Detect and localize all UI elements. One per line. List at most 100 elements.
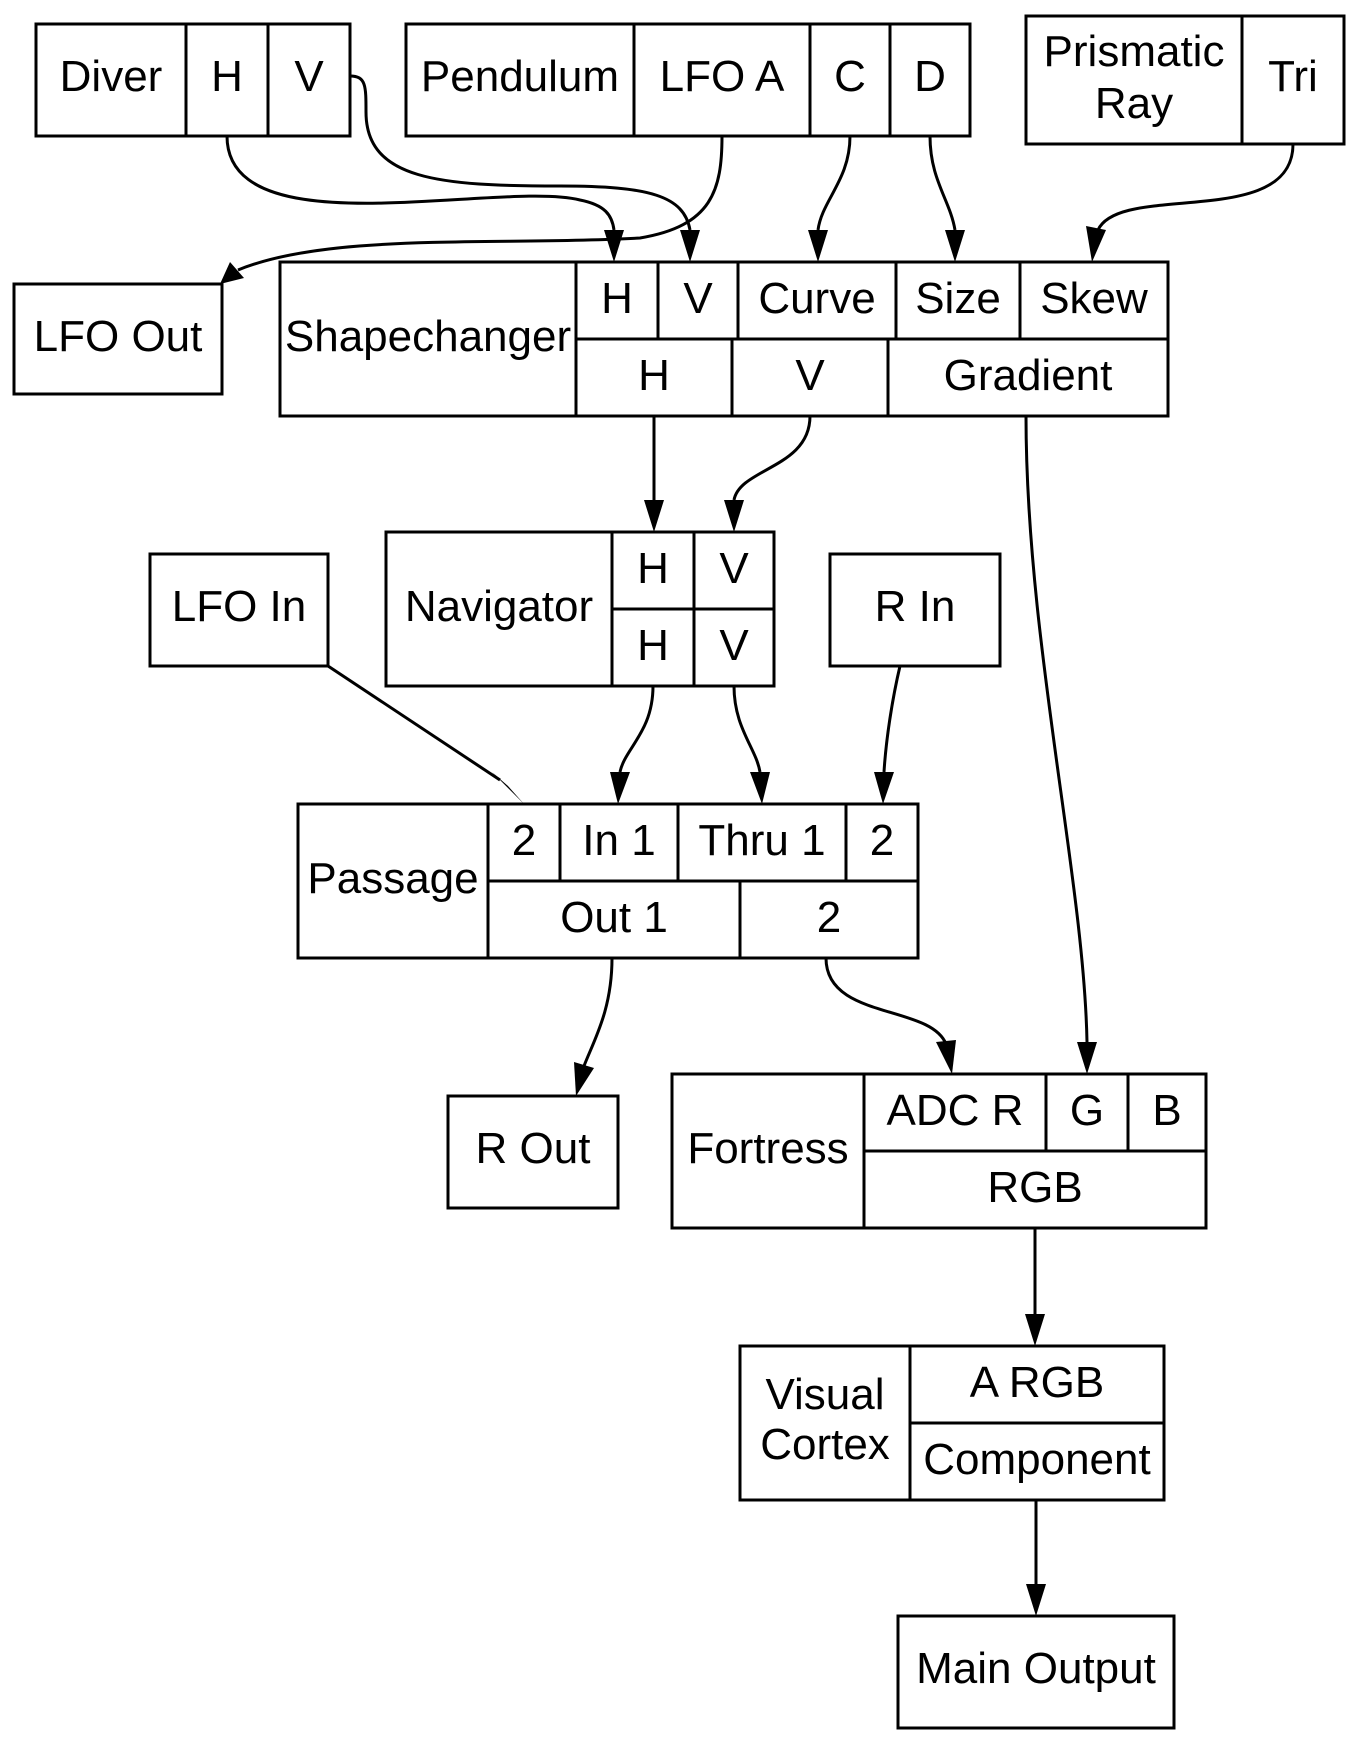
- diver-label: Diver: [60, 52, 163, 101]
- arrowhead: [680, 230, 700, 262]
- visual-cortex-name-cell: [738, 1344, 912, 1502]
- arrowhead: [492, 772, 524, 804]
- shapechanger-out-gradient-port[interactable]: [886, 337, 1170, 418]
- edge-shapechanger-gradient-to-fortress-g: [1024, 415, 1089, 1043]
- arrowhead: [874, 772, 894, 804]
- pendulum-c-label: C: [834, 52, 866, 101]
- diver-name-cell: [34, 22, 188, 138]
- edge-passage-2-to-fortress-adc-r: [824, 957, 948, 1045]
- arrowhead: [604, 230, 624, 262]
- shapechanger-in-curve-label: Curve: [758, 274, 875, 323]
- lfo-in-label: LFO In: [172, 582, 307, 631]
- shapechanger-out-gradient-label: Gradient: [944, 351, 1113, 400]
- node-prismatic-ray[interactable]: Prismatic Ray Tri: [1024, 14, 1346, 146]
- node-diver[interactable]: Diver H V: [34, 22, 352, 138]
- passage-thru-1-label: Thru 1: [698, 816, 825, 865]
- shapechanger-in-h-port[interactable]: [574, 260, 660, 341]
- node-navigator[interactable]: Navigator H V H V: [384, 530, 776, 688]
- edge-navigator-h-to-passage-in1: [618, 685, 655, 773]
- main-output-label: Main Output: [916, 1644, 1156, 1693]
- passage-in-1-label: In 1: [582, 816, 655, 865]
- diver-h-port[interactable]: [184, 22, 270, 138]
- prismatic-ray-name-cell: [1024, 14, 1244, 146]
- passage-in-1-port[interactable]: [558, 802, 680, 883]
- fortress-adc-r-port[interactable]: [862, 1072, 1048, 1153]
- arrowhead: [574, 1062, 594, 1096]
- visual-cortex-component-port[interactable]: [908, 1421, 1166, 1502]
- navigator-in-h-label: H: [637, 544, 669, 593]
- passage-label: Passage: [307, 854, 478, 903]
- visual-cortex-label-line1: Visual: [765, 1370, 884, 1419]
- arrowhead: [1025, 1314, 1045, 1346]
- arrowhead: [1077, 1042, 1097, 1074]
- edge-r-in-to-passage-2: [882, 665, 902, 773]
- r-in-label: R In: [875, 582, 956, 631]
- edge-diver-v-to-shapechanger-v: [349, 74, 692, 231]
- shapechanger-in-size-label: Size: [915, 274, 1001, 323]
- node-pendulum[interactable]: Pendulum LFO A C D: [404, 22, 972, 138]
- node-main-output[interactable]: Main Output: [896, 1614, 1176, 1730]
- passage-out-1-label: Out 1: [560, 893, 668, 942]
- edge-lfo-in-to-passage-2: [327, 664, 501, 782]
- fortress-rgb-port[interactable]: [862, 1149, 1208, 1230]
- diver-h-label: H: [211, 52, 243, 101]
- passage-out-2-port[interactable]: [738, 879, 920, 960]
- node-r-in[interactable]: R In: [828, 552, 1002, 668]
- edge-pendulum-c-to-shapechanger-curve: [816, 135, 852, 231]
- shapechanger-in-skew-label: Skew: [1040, 274, 1148, 323]
- arrowhead: [750, 772, 770, 804]
- fortress-adc-r-label: ADC R: [887, 1086, 1024, 1135]
- edge-pendulum-lfoa-to-lfo-out: [237, 135, 724, 272]
- r-in-box: [828, 552, 1002, 668]
- fortress-name-cell: [670, 1072, 866, 1230]
- arrowhead: [724, 500, 744, 532]
- shapechanger-out-v-port[interactable]: [730, 337, 890, 418]
- pendulum-c-port[interactable]: [808, 22, 892, 138]
- fortress-rgb-label: RGB: [987, 1163, 1082, 1212]
- shapechanger-in-h-label: H: [601, 274, 633, 323]
- edge-diver-h-to-shapechanger-h: [225, 135, 616, 231]
- passage-out-2-label: 2: [817, 893, 841, 942]
- lfo-in-box: [148, 552, 330, 668]
- edge-navigator-v-to-passage-thru1: [732, 685, 762, 773]
- shapechanger-in-v-label: V: [683, 274, 713, 323]
- arrowhead: [644, 500, 664, 532]
- passage-in-2b-port[interactable]: [844, 802, 920, 883]
- arrowhead: [1026, 1584, 1046, 1616]
- navigator-in-v-label: V: [719, 544, 749, 593]
- node-lfo-in[interactable]: LFO In: [148, 552, 330, 668]
- arrowhead: [1086, 226, 1106, 262]
- r-out-label: R Out: [476, 1124, 591, 1173]
- node-fortress[interactable]: Fortress ADC R G B RGB: [670, 1072, 1208, 1230]
- arrowhead: [220, 262, 244, 284]
- navigator-in-h-port[interactable]: [610, 530, 696, 611]
- prismatic-ray-tri-label: Tri: [1268, 52, 1318, 101]
- arrowhead: [808, 230, 828, 262]
- fortress-b-label: B: [1152, 1086, 1181, 1135]
- arrowhead: [945, 230, 965, 262]
- pendulum-d-label: D: [914, 52, 946, 101]
- shapechanger-in-skew-port[interactable]: [1018, 260, 1170, 341]
- diver-v-port[interactable]: [266, 22, 352, 138]
- edge-passage-out1-to-r-out: [582, 957, 614, 1067]
- node-lfo-out[interactable]: LFO Out: [12, 282, 224, 396]
- visual-cortex-label-line2: Cortex: [760, 1420, 890, 1469]
- shapechanger-out-h-port[interactable]: [574, 337, 734, 418]
- visual-cortex-component-label: Component: [923, 1435, 1150, 1484]
- node-shapechanger[interactable]: Shapechanger H V Curve Size Skew H V Gra…: [278, 260, 1170, 418]
- node-visual-cortex[interactable]: Visual Cortex A RGB Component: [738, 1344, 1166, 1502]
- navigator-name-cell: [384, 530, 614, 688]
- arrowhead: [936, 1040, 956, 1074]
- shapechanger-out-v-label: V: [795, 351, 825, 400]
- shapechanger-in-curve-port[interactable]: [736, 260, 898, 341]
- node-passage[interactable]: Passage 2 In 1 Thru 1 2 Out 1 2: [296, 802, 920, 960]
- lfo-out-box: [12, 282, 224, 396]
- node-r-out[interactable]: R Out: [446, 1094, 620, 1210]
- pendulum-lfo-a-label: LFO A: [660, 52, 785, 101]
- passage-in-2a-label: 2: [512, 816, 536, 865]
- edge-prismatic-tri-to-shapechanger-skew: [1096, 143, 1295, 231]
- fortress-label: Fortress: [687, 1124, 848, 1173]
- navigator-out-h-label: H: [637, 621, 669, 670]
- navigator-out-v-label: V: [719, 621, 749, 670]
